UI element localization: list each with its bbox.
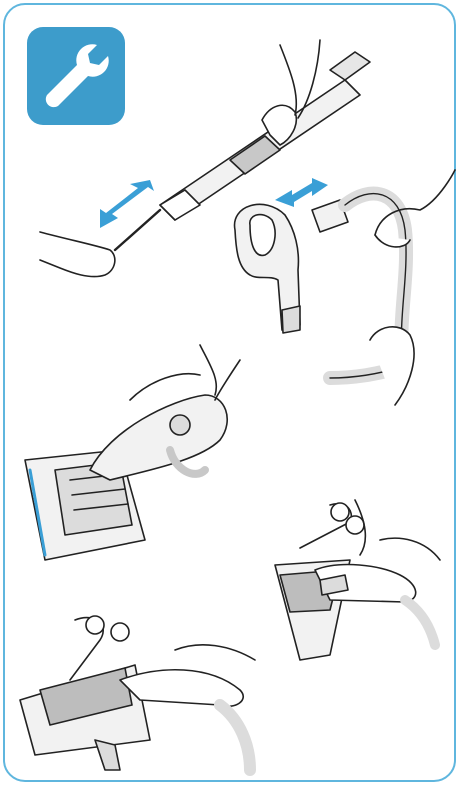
maintenance-page <box>0 0 461 787</box>
brush-cutting-left-illustration <box>0 0 461 787</box>
